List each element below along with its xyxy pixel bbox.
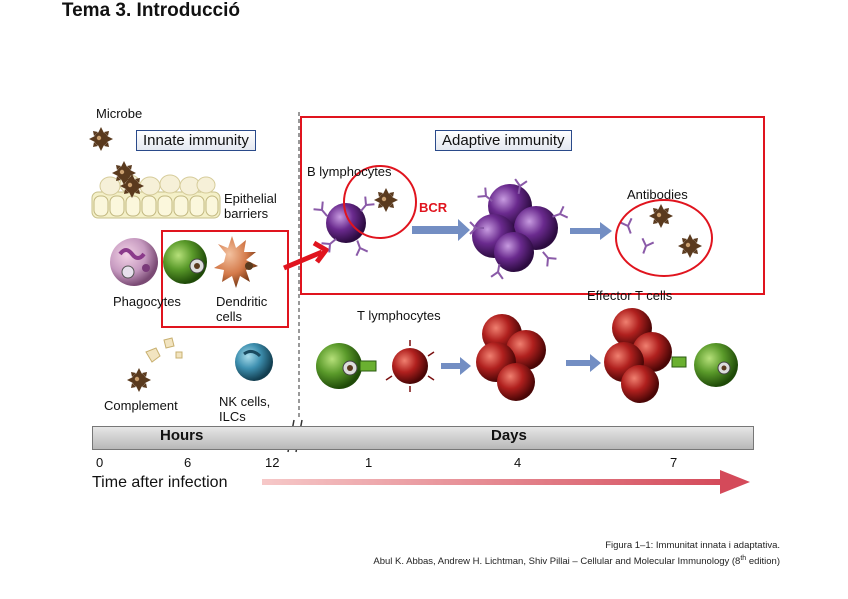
b-cell-icon	[312, 188, 398, 257]
tick-label: 6	[184, 455, 192, 470]
antibodies-highlight-circle	[615, 199, 713, 277]
macrophage-cell-icon	[163, 240, 207, 284]
days-label: Days	[491, 427, 527, 444]
effector-t-cells-label: Effector T cells	[587, 288, 673, 303]
figure-caption: Figura 1–1: Immunitat innata i adaptativ…	[373, 539, 780, 568]
complement-label: Complement	[104, 398, 178, 413]
epithelial-barrier-icon	[91, 161, 221, 219]
innate-immunity-header: Innate immunity	[136, 130, 256, 151]
caption-line-1: Figura 1–1: Immunitat innata i adaptativ…	[605, 540, 780, 551]
antibodies-icon	[619, 204, 702, 258]
time-axis-title: Time after infection	[92, 474, 228, 491]
dendritic-cell-icon	[214, 236, 258, 288]
epithelial-barriers-label: Epithelial barriers	[224, 191, 277, 221]
nk-cells-label: NK cells, ILCs	[219, 394, 271, 424]
complement-icon	[127, 337, 183, 392]
microbe-label: Microbe	[96, 106, 143, 121]
tick-label: 1	[365, 455, 373, 470]
t-lymphocytes-label: T lymphocytes	[357, 308, 441, 323]
time-arrow-icon	[262, 470, 750, 494]
bcr-label: BCR	[419, 200, 448, 215]
t-cell-icon	[385, 340, 435, 392]
b-lymphocytes-label: B lymphocytes	[307, 164, 392, 179]
caption-line-2: Abul K. Abbas, Andrew H. Lichtman, Shiv …	[373, 555, 780, 568]
plasma-cell-cluster-icon	[469, 178, 569, 280]
bcr-highlight-circle	[343, 165, 417, 239]
hours-label: Hours	[160, 427, 204, 444]
tick-label: 7	[670, 455, 678, 470]
dendritic-cells-label: Dendritic cells	[216, 294, 268, 324]
tick-label: 0	[96, 455, 104, 470]
timeline-bar	[92, 426, 754, 450]
phagocyte-cell-icon	[110, 238, 158, 286]
highlight-arrow	[283, 249, 323, 271]
microbe-icon	[89, 127, 113, 151]
antigen-presenting-cell-icon	[316, 343, 377, 389]
slide-title: Tema 3. Introducció	[61, 0, 240, 21]
effector-t-cell-cluster-icon	[604, 308, 738, 403]
highlight-box-apc	[161, 230, 289, 328]
antibodies-label: Antibodies	[627, 187, 688, 202]
t-cell-cluster-icon	[476, 314, 546, 401]
phagocytes-label: Phagocytes	[113, 294, 181, 309]
nk-cell-icon	[235, 343, 273, 381]
tick-label: 12	[265, 455, 280, 470]
adaptive-immunity-header: Adaptive immunity	[435, 130, 572, 151]
progression-arrows	[412, 219, 612, 375]
highlight-box-adaptive	[300, 116, 765, 295]
tick-label: 4	[514, 455, 522, 470]
